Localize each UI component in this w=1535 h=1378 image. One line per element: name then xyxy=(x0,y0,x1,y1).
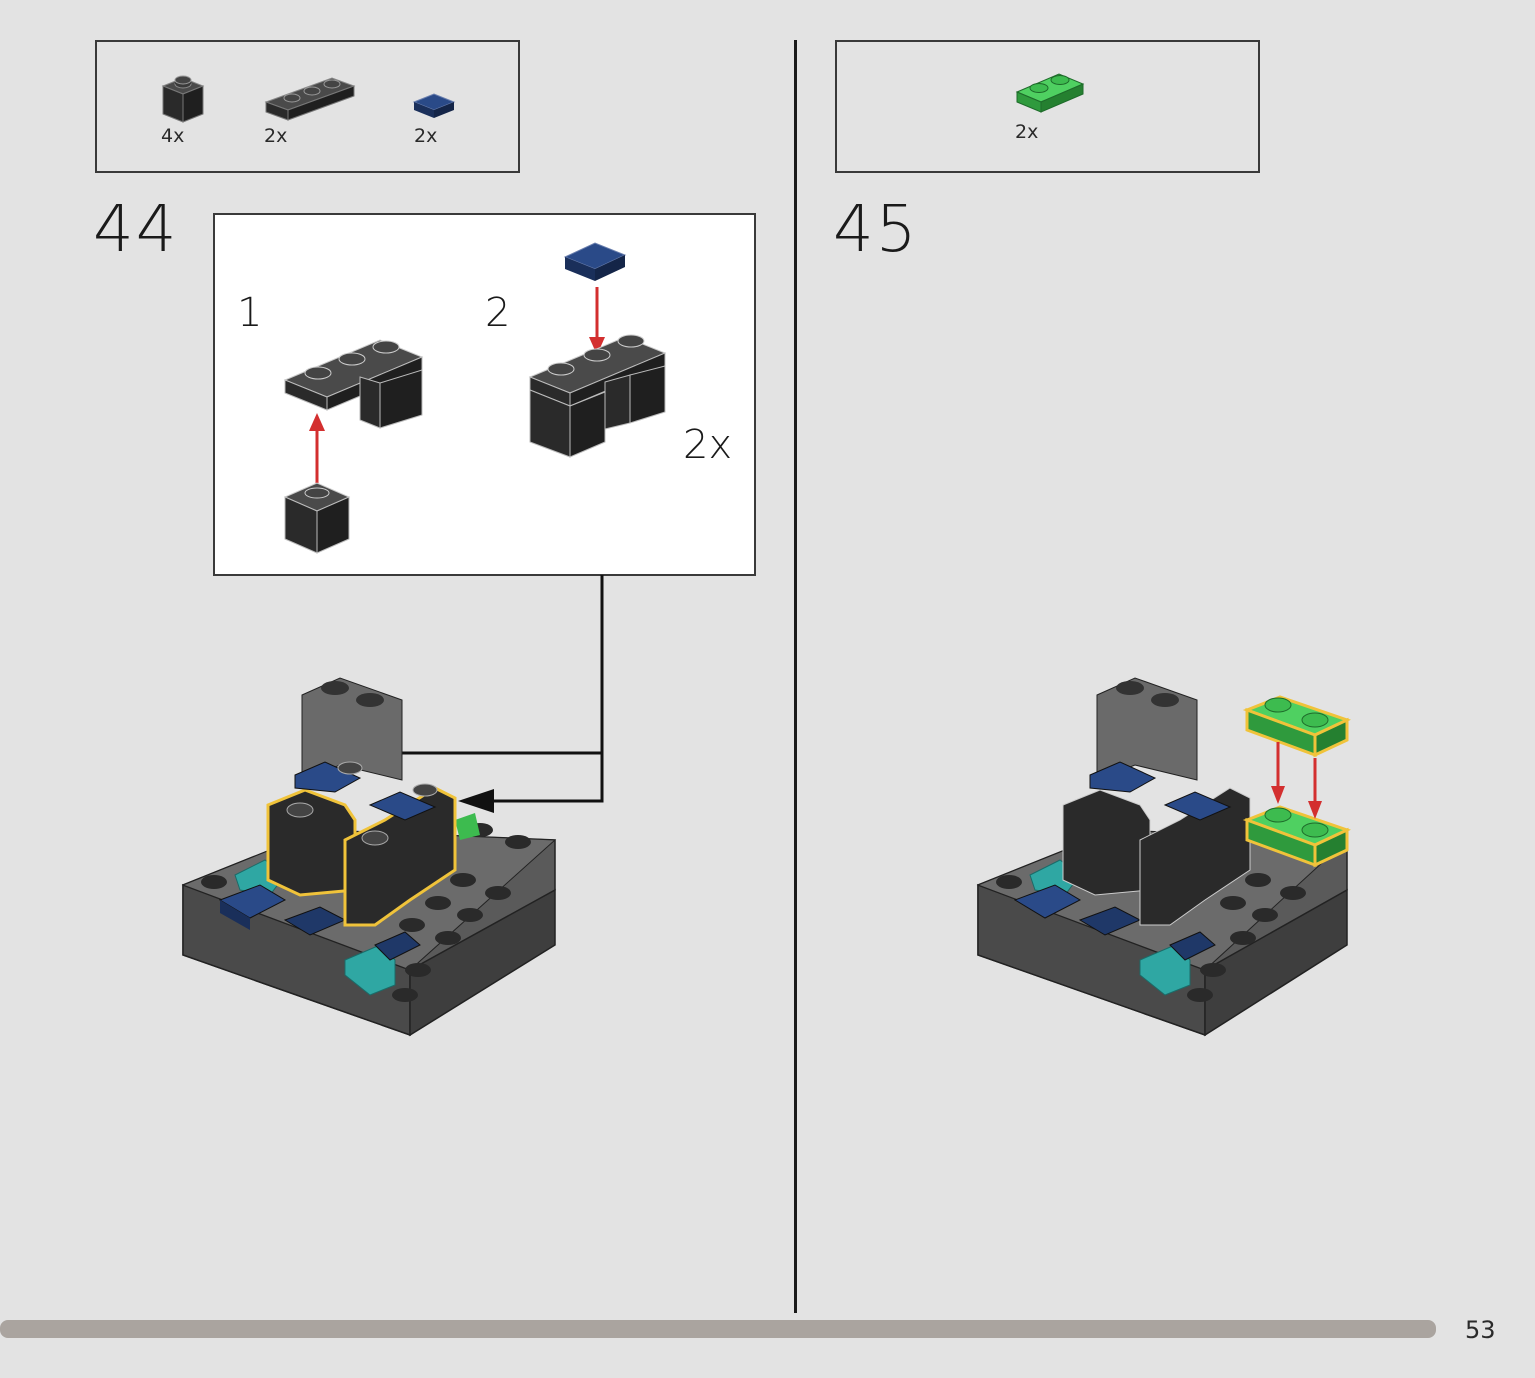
step-number-45: 45 xyxy=(833,193,919,267)
model-step-45 xyxy=(976,677,1351,1037)
sub-step-1-illustration xyxy=(283,339,424,554)
black-plate-1x3-icon xyxy=(264,77,356,121)
page-number: 53 xyxy=(1465,1316,1496,1344)
subassembly-callout: 1 2 2x xyxy=(213,213,756,576)
qty-black-brick: 4x xyxy=(161,125,185,147)
green-plate-1x2-icon xyxy=(1015,73,1085,113)
sub-step-1-label: 1 xyxy=(237,290,263,336)
dark-blue-tile-1x1-icon xyxy=(412,93,456,118)
qty-dark-blue-tile: 2x xyxy=(414,125,438,147)
black-brick-1x1-icon xyxy=(161,75,205,123)
progress-bar xyxy=(0,1320,1436,1338)
qty-black-plate: 2x xyxy=(264,125,288,147)
step-divider xyxy=(794,40,797,1313)
subassembly-multiplier: 2x xyxy=(683,422,733,468)
step-number-44: 44 xyxy=(93,193,179,267)
model-step-44 xyxy=(181,677,557,1037)
sub-step-2-label: 2 xyxy=(485,290,511,336)
parts-list-step-45: 2x xyxy=(835,40,1260,173)
parts-list-step-44: 4x 2x 2x xyxy=(95,40,520,173)
qty-green-plate: 2x xyxy=(1015,121,1039,143)
sub-step-2-illustration xyxy=(528,242,667,458)
